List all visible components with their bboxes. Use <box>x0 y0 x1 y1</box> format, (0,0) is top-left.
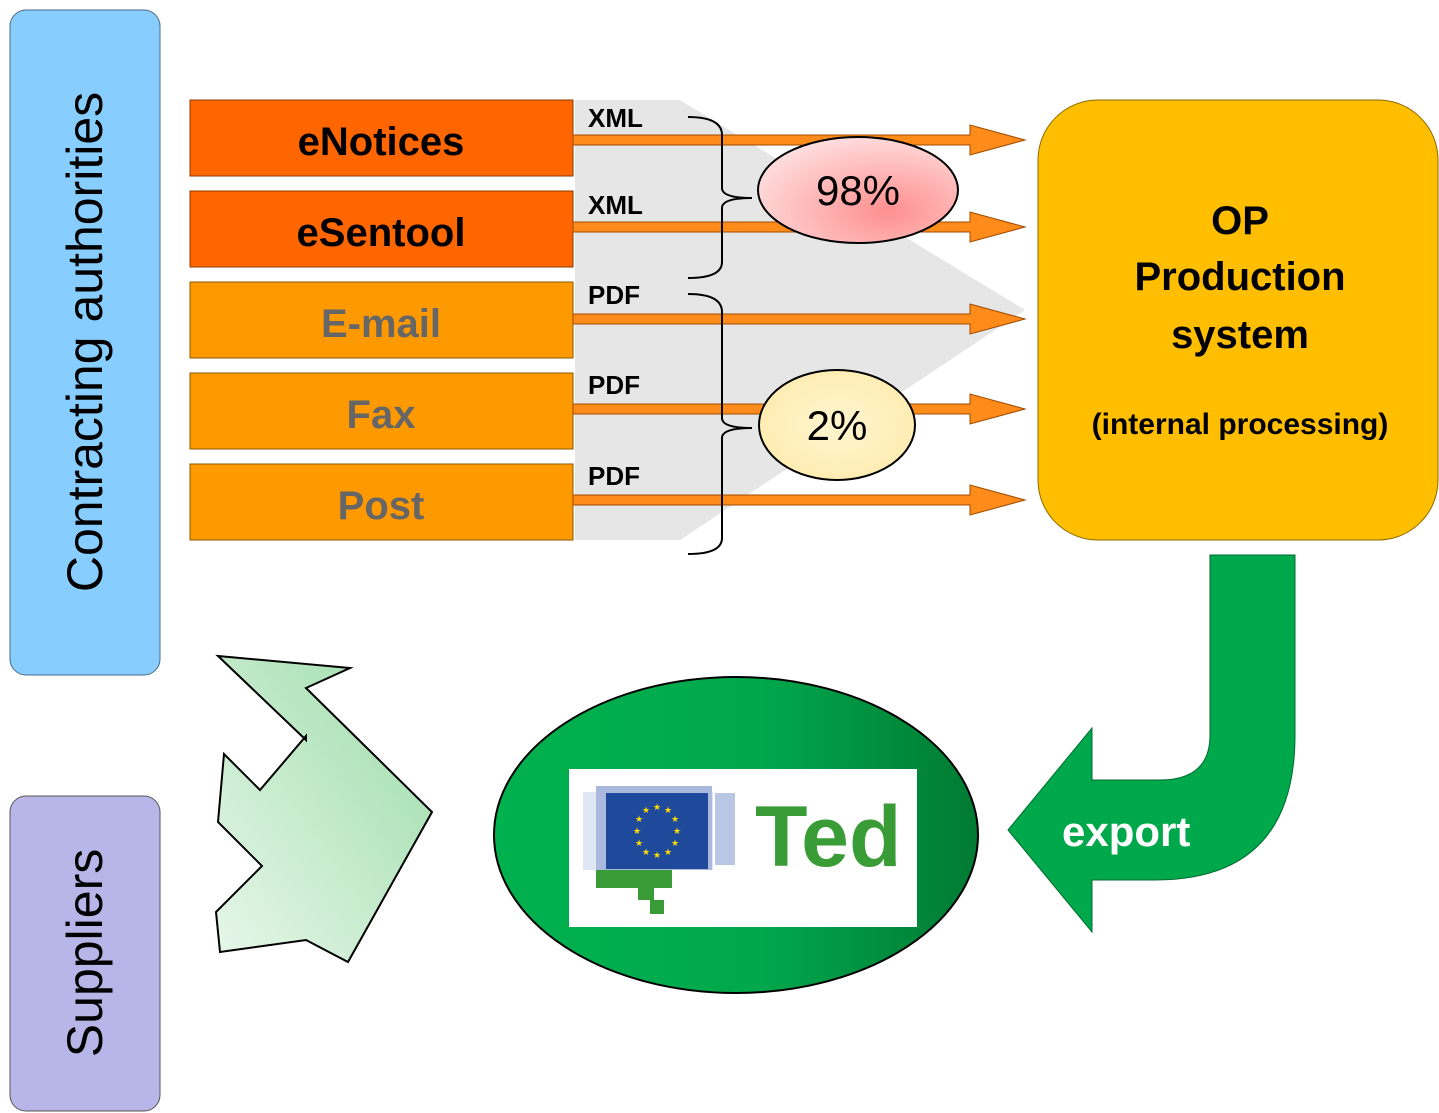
flow-arrow <box>572 303 1027 335</box>
svg-text:★: ★ <box>673 827 681 837</box>
flow-arrow <box>572 484 1027 516</box>
contracting-authorities-label: Contracting authorities <box>57 92 113 592</box>
svg-text:★: ★ <box>653 803 661 813</box>
channel-enotices: eNotices <box>189 99 574 177</box>
ted-portal: ★ ★ ★ ★ ★ ★ ★ ★ ★ ★ ★ ★ Ted <box>493 676 979 994</box>
channel-fax: Fax <box>189 372 574 450</box>
format-label: XML <box>588 103 643 133</box>
svg-text:★: ★ <box>671 815 679 825</box>
svg-text:★: ★ <box>653 851 661 861</box>
export-arrow <box>1007 554 1296 934</box>
op-production-system-box: OP Production system (internal processin… <box>1037 99 1439 541</box>
channel-post: Post <box>189 463 574 541</box>
channel-label: eSentool <box>297 211 466 255</box>
contracting-authorities-panel: Contracting authorities <box>9 9 161 676</box>
svg-text:★: ★ <box>633 827 641 837</box>
brace-paper <box>687 293 753 555</box>
flow-arrow <box>572 124 1027 156</box>
svg-text:★: ★ <box>635 839 643 849</box>
format-label: PDF <box>588 280 640 310</box>
share-paper-bubble: 2% <box>758 369 916 481</box>
brace-electronic <box>687 116 753 279</box>
op-title-line3: system <box>1171 313 1309 357</box>
format-label: PDF <box>588 370 640 400</box>
svg-text:★: ★ <box>635 815 643 825</box>
svg-text:★: ★ <box>664 848 672 858</box>
suppliers-label: Suppliers <box>57 849 113 1057</box>
channel-label: eNotices <box>298 120 465 164</box>
op-title-line2: Production <box>1134 255 1345 299</box>
suppliers-panel: Suppliers <box>9 795 161 1112</box>
format-label: PDF <box>588 461 640 491</box>
exchange-arrow <box>214 654 434 964</box>
channel-label: Fax <box>347 393 416 437</box>
format-label: XML <box>588 190 643 220</box>
op-note: (internal processing) <box>1092 408 1389 441</box>
share-electronic-bubble: 98% <box>757 136 959 244</box>
svg-text:★: ★ <box>642 848 650 858</box>
channel-label: Post <box>338 484 425 528</box>
svg-text:★: ★ <box>671 839 679 849</box>
channel-esentool: eSentool <box>189 190 574 268</box>
svg-text:★: ★ <box>664 806 672 816</box>
op-title-line1: OP <box>1211 199 1269 243</box>
eu-flag-speech-bubble-icon: ★ ★ ★ ★ ★ ★ ★ ★ ★ ★ ★ ★ <box>583 786 735 914</box>
svg-text:★: ★ <box>642 806 650 816</box>
share-electronic-value: 98% <box>816 167 900 214</box>
ted-logo-text: Ted <box>755 789 902 885</box>
export-label: export <box>1062 808 1190 855</box>
share-paper-value: 2% <box>807 402 868 449</box>
channel-label: E-mail <box>321 302 441 346</box>
channel-email: E-mail <box>189 281 574 359</box>
